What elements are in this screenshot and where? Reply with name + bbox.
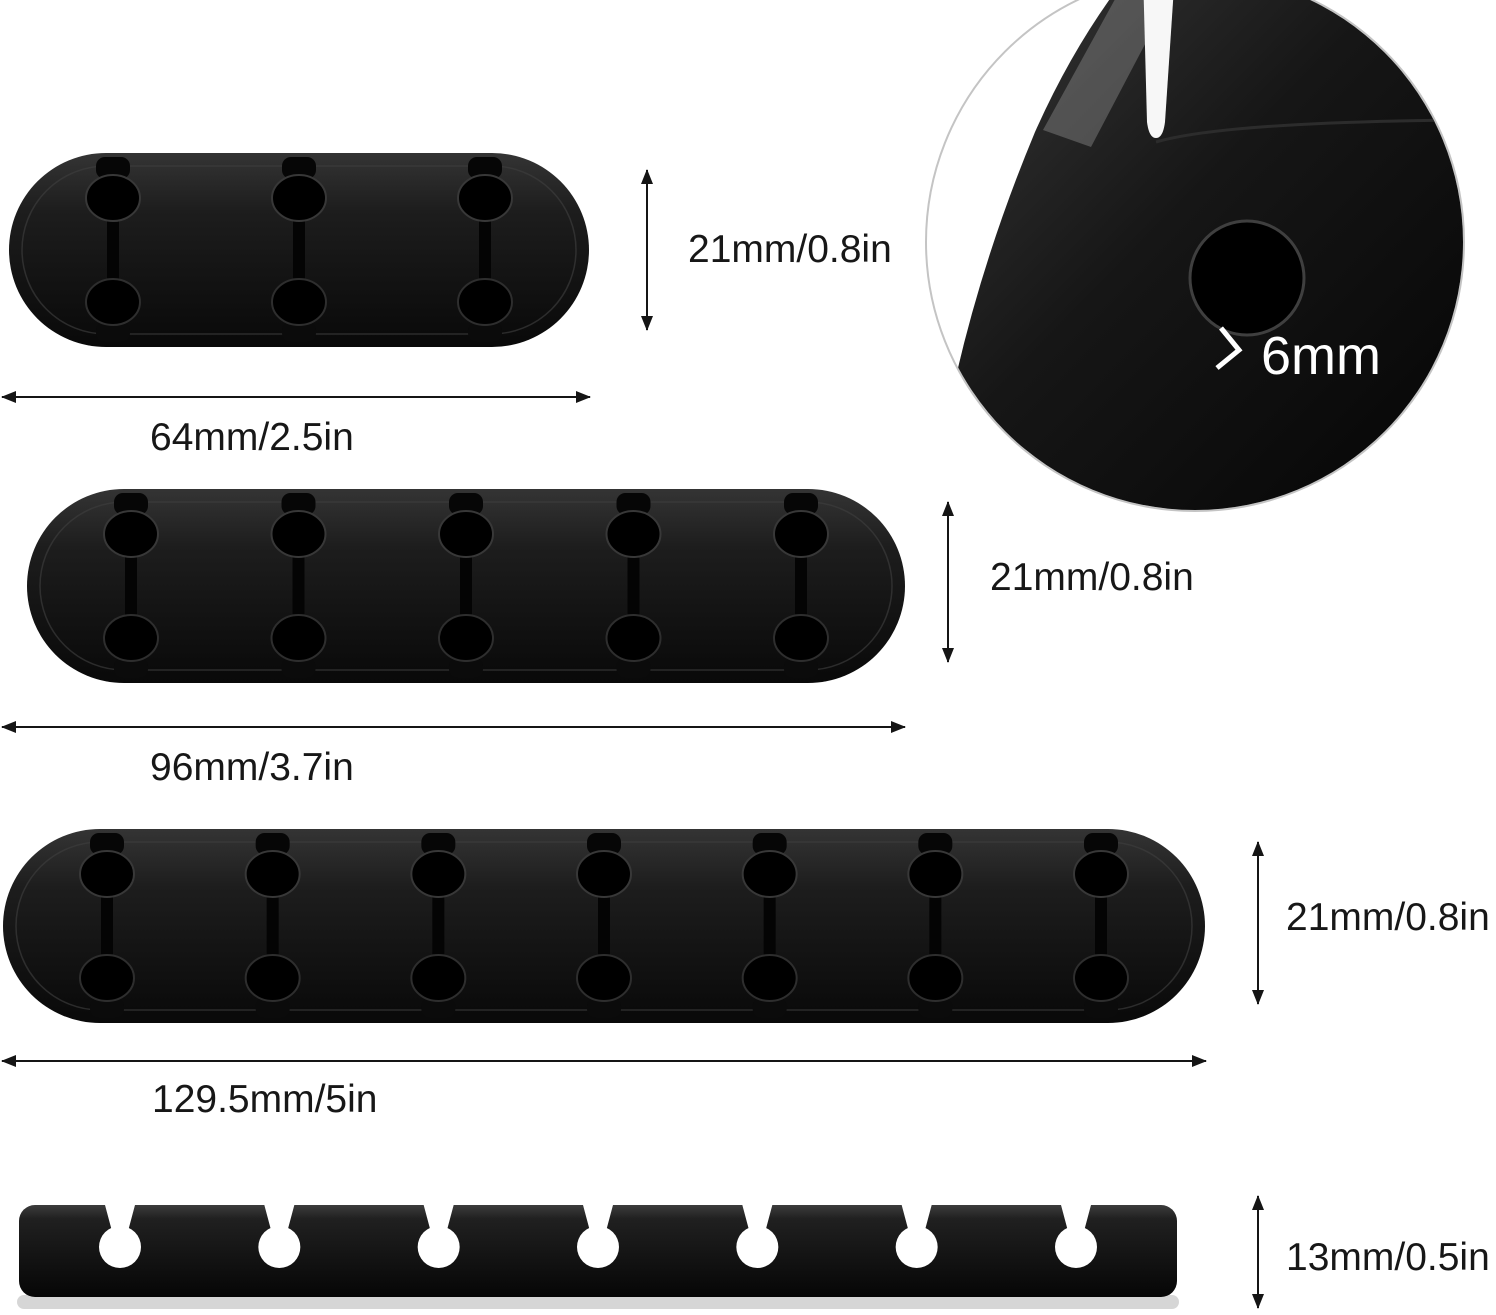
cable-clip-3-slot-top-view bbox=[9, 153, 589, 347]
clip-3-slot-width-label: 64mm/2.5in bbox=[150, 416, 354, 459]
hole-detail-illustration: 6mm bbox=[937, 0, 1463, 510]
clip-7-slot-height-arrow bbox=[1257, 842, 1259, 1004]
cable-clip-7-slot-side-view bbox=[17, 1205, 1179, 1309]
clip-edge-highlight bbox=[1043, 0, 1169, 147]
side-view-height-label: 13mm/0.5in bbox=[1286, 1236, 1490, 1279]
clip-5-slot-width-label: 96mm/3.7in bbox=[150, 746, 354, 789]
cable-clip-7-slot-top-view bbox=[3, 829, 1205, 1023]
clip-3-slot-height-arrow bbox=[646, 170, 648, 330]
clip-7-slot-width-arrow bbox=[2, 1060, 1206, 1062]
clip-5-slot-height-arrow bbox=[947, 502, 949, 662]
clip-slit-notch bbox=[1143, 0, 1174, 138]
side-view-height-arrow bbox=[1257, 1196, 1259, 1308]
clip-7-slot-width-label: 129.5mm/5in bbox=[152, 1078, 378, 1121]
clip-3-slot-height-label: 21mm/0.8in bbox=[688, 228, 892, 271]
clip-3-slot-width-arrow bbox=[2, 396, 590, 398]
clip-facet-line bbox=[1155, 118, 1463, 144]
cable-clip-5-slot-top-view bbox=[27, 489, 905, 683]
cable-hole bbox=[1188, 219, 1306, 337]
corner-bracket-icon bbox=[1215, 326, 1243, 370]
clip-7-slot-height-label: 21mm/0.8in bbox=[1286, 896, 1490, 939]
clip-5-slot-height-label: 21mm/0.8in bbox=[990, 556, 1194, 599]
hole-detail-inset: 6mm bbox=[925, 0, 1465, 512]
hole-diameter-label: 6mm bbox=[1261, 326, 1381, 386]
clip-5-slot-width-arrow bbox=[2, 726, 905, 728]
